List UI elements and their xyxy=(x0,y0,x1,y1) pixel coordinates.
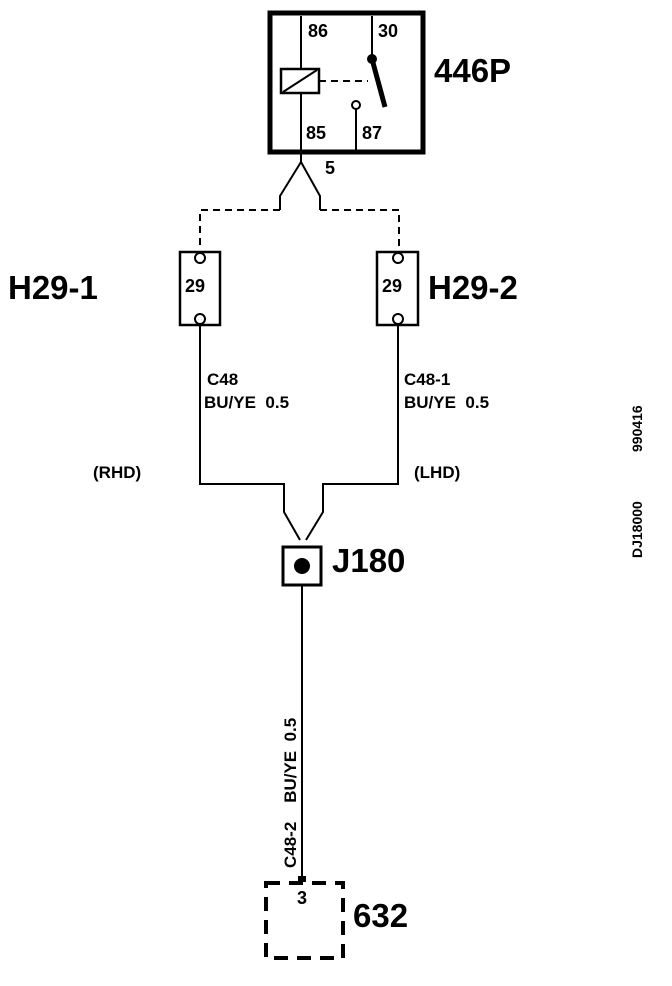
relay-pin-85: 85 xyxy=(306,123,326,143)
wire-split-left xyxy=(279,152,302,210)
relay-contact-87 xyxy=(351,100,361,110)
relay-id: 446P xyxy=(434,52,511,89)
variant-lhd: (LHD) xyxy=(414,463,460,482)
connector-H29-2-pin-top xyxy=(392,252,404,264)
wire-C48 xyxy=(199,324,301,541)
wire-split-right xyxy=(300,161,321,210)
connector-H29-2-pin: 29 xyxy=(382,276,402,296)
wire-C48-code: C48 xyxy=(207,370,238,389)
connector-H29-2: 29 H29-2 xyxy=(375,250,518,327)
side-date: 990416 xyxy=(629,405,645,452)
component-632-id: 632 xyxy=(353,897,408,934)
wire-dashed-left xyxy=(199,209,280,250)
wire-C48-1-spec: BU/YE 0.5 xyxy=(404,393,489,412)
variant-rhd: (RHD) xyxy=(93,463,141,482)
junction-J180-dot xyxy=(294,558,310,574)
connector-H29-1-pin-bottom xyxy=(194,313,206,325)
component-632-pin: 3 xyxy=(297,888,307,908)
connector-H29-2-body xyxy=(375,250,420,327)
side-code: DJ18000 xyxy=(629,501,645,558)
relay-output-pin: 5 xyxy=(325,158,335,178)
relay-446P: 86 30 85 87 446P xyxy=(267,10,511,155)
wire-C48-2-label: C48-2 BU/YE 0.5 xyxy=(281,718,300,868)
connector-H29-1-pin: 29 xyxy=(185,276,205,296)
relay-coil-slash xyxy=(282,69,318,93)
connector-H29-1: 29 H29-1 xyxy=(8,250,222,327)
connector-H29-2-pin-bottom xyxy=(392,313,404,325)
connector-H29-1-pin-top xyxy=(194,252,206,264)
wire-C48-1 xyxy=(305,324,399,541)
connector-H29-1-body xyxy=(178,250,222,327)
relay-switch-arm xyxy=(369,58,388,108)
wire-C48-1-code: C48-1 xyxy=(404,370,450,389)
wire-C48-2-terminal xyxy=(298,876,306,882)
relay-pin-30: 30 xyxy=(378,21,398,41)
junction-J180-id: J180 xyxy=(332,542,405,579)
wire-dashed-right xyxy=(320,209,400,250)
component-632: 3 632 xyxy=(264,881,408,960)
junction-J180: J180 xyxy=(281,542,405,587)
relay-split-wires xyxy=(199,152,400,250)
relay-housing xyxy=(267,10,426,155)
component-632-outline xyxy=(264,881,345,960)
junction-feed-wires xyxy=(199,324,399,541)
relay-pin-86: 86 xyxy=(308,21,328,41)
connector-H29-1-id: H29-1 xyxy=(8,269,98,306)
connector-H29-2-id: H29-2 xyxy=(428,269,518,306)
relay-pin-87: 87 xyxy=(362,123,382,143)
wire-C48-spec: BU/YE 0.5 xyxy=(204,393,289,412)
